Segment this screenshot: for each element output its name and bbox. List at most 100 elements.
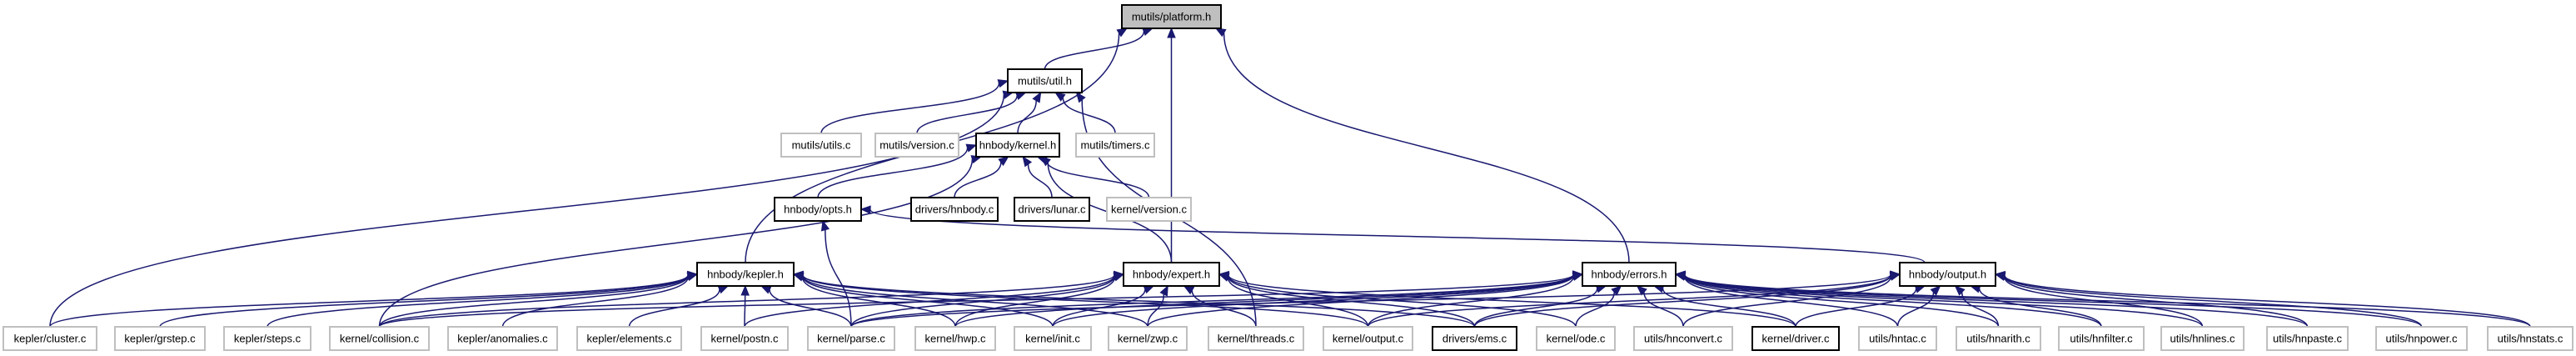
edge-anomalies_c-to-kepler_h [501, 276, 690, 328]
edge-driver_c-to-expert_h [1228, 274, 1796, 328]
edge-zwp_c-to-expert_h [1147, 293, 1165, 328]
node-box [1014, 197, 1090, 222]
arrowhead-icon [997, 79, 1009, 88]
node-label: mutils/version.c [879, 139, 954, 152]
edge-hnarith_c-to-output_h [1961, 292, 2000, 328]
node-box [2160, 326, 2245, 351]
node-label: kepler/anomalies.c [457, 333, 548, 345]
arrowhead-icon [1022, 155, 1033, 168]
node-label: kernel/output.c [1333, 333, 1404, 345]
node-label: hnbody/kernel.h [979, 139, 1057, 152]
node-box [2487, 326, 2574, 351]
edge-mversion_c-to-util_h [916, 95, 1018, 134]
arrowhead-icon [1113, 273, 1125, 282]
node-driver-c[interactable]: kernel/driver.c [1751, 326, 1840, 351]
node-box [1536, 326, 1616, 351]
node-box [1123, 262, 1220, 287]
node-label: kernel/threads.c [1218, 333, 1295, 345]
node-label: mutils/timers.c [1080, 139, 1150, 152]
node-hwp-c: kernel/hwp.c [914, 326, 996, 351]
edge-hnstats_c-to-errors_h [1684, 274, 2531, 328]
node-collision-c: kernel/collision.c [329, 326, 430, 351]
edge-elements_c-to-kepler_h [628, 289, 720, 328]
node-platform-h[interactable]: mutils/platform.h [1121, 4, 1222, 29]
node-label: hnbody/output.h [1909, 268, 1986, 281]
node-box [774, 197, 862, 222]
node-box [223, 326, 311, 351]
node-ems-c[interactable]: drivers/ems.c [1432, 326, 1517, 351]
edge-collision_c-to-expert_h [378, 274, 1115, 328]
node-grstep-c: kepler/grstep.c [114, 326, 206, 351]
node-label: kepler/steps.c [234, 333, 301, 345]
edge-collision_c-to-kepler_h [378, 275, 689, 328]
node-init-c: kernel/init.c [1014, 326, 1092, 351]
node-hnpaste-c: utils/hnpaste.c [2266, 326, 2349, 351]
node-lunar-c[interactable]: drivers/lunar.c [1014, 197, 1090, 222]
node-box [329, 326, 430, 351]
node-kversion-c: kernel/version.c [1106, 197, 1192, 222]
node-opts-h[interactable]: hnbody/opts.h [774, 197, 862, 222]
node-hnfilter-c: utils/hnfilter.c [2058, 326, 2145, 351]
arrowhead-icon [998, 156, 1009, 167]
node-label: mutils/utils.c [792, 139, 851, 152]
node-label: kernel/init.c [1025, 333, 1080, 345]
node-label: kernel/postn.c [711, 333, 779, 345]
node-box [1075, 133, 1155, 158]
edge-hnpaste_c-to-errors_h [1684, 274, 2309, 328]
edge-hnpower_c-to-output_h [2004, 275, 2423, 328]
node-box [696, 262, 795, 287]
node-box [1121, 4, 1222, 29]
node-label: hnbody/expert.h [1133, 268, 1210, 281]
arrowhead-icon [1889, 272, 1901, 281]
node-box [975, 133, 1060, 158]
arrowhead-icon [1572, 272, 1584, 281]
node-errors-h[interactable]: hnbody/errors.h [1582, 262, 1677, 287]
node-anomalies-c: kepler/anomalies.c [447, 326, 558, 351]
node-hnpower-c: utils/hnpower.c [2375, 326, 2468, 351]
node-box [874, 133, 959, 158]
node-label: kepler/cluster.c [14, 333, 87, 345]
node-label: utils/hnpower.c [2386, 333, 2458, 345]
edge-dhnbody_c-to-kernel_h [954, 162, 1002, 198]
edge-init_c-to-errors_h [1052, 274, 1574, 328]
arrowhead-icon [1159, 284, 1168, 297]
arrowhead-icon [792, 270, 804, 280]
node-label: utils/hnarith.c [1966, 333, 2030, 345]
edge-parse_c-to-errors_h [850, 274, 1574, 328]
node-kernel-h[interactable]: hnbody/kernel.h [975, 133, 1060, 158]
node-label: kernel/collision.c [340, 333, 420, 345]
node-output-h[interactable]: hnbody/output.h [1899, 262, 1996, 287]
edge-util_h-to-platform_h [1044, 31, 1145, 70]
node-kepler-h[interactable]: hnbody/kepler.h [696, 262, 795, 287]
edge-hnlines_c-to-errors_h [1684, 274, 2204, 328]
node-label: utils/hnlines.c [2170, 333, 2235, 345]
node-hnconvert-c: utils/hnconvert.c [1633, 326, 1733, 351]
edge-parse_c-to-output_h [850, 273, 1891, 328]
node-cluster-c: kepler/cluster.c [2, 326, 97, 351]
node-box [2058, 326, 2145, 351]
node-box [1014, 326, 1092, 351]
node-dhnbody-c[interactable]: drivers/hnbody.c [910, 197, 999, 222]
arrowhead-icon [1167, 27, 1176, 38]
node-box [576, 326, 682, 351]
arrowhead-icon [1075, 91, 1086, 103]
arrowhead-icon [1674, 270, 1686, 279]
node-box [1208, 326, 1304, 351]
edge-koutput_c-to-output_h [1367, 274, 1891, 328]
edge-opts_h-to-kernel_h [817, 148, 969, 198]
edge-hntac_c-to-output_h [1896, 292, 1935, 328]
node-box [1432, 326, 1517, 351]
arrowhead-icon [1032, 91, 1042, 103]
node-label: kernel/zwp.c [1118, 333, 1178, 345]
node-elements-c: kepler/elements.c [576, 326, 682, 351]
node-util-h[interactable]: mutils/util.h [1007, 68, 1083, 93]
arrowhead-icon [1994, 270, 2005, 280]
node-label: utils/hnstats.c [2498, 333, 2564, 345]
edge-parse_c-to-opts_h [825, 229, 852, 328]
arrowhead-icon [1039, 156, 1051, 167]
node-hntac-c: utils/hntac.c [1858, 326, 1937, 351]
edge-grstep_c-to-kepler_h [159, 274, 689, 328]
node-expert-h[interactable]: hnbody/expert.h [1123, 262, 1220, 287]
node-label: drivers/ems.c [1442, 333, 1507, 345]
